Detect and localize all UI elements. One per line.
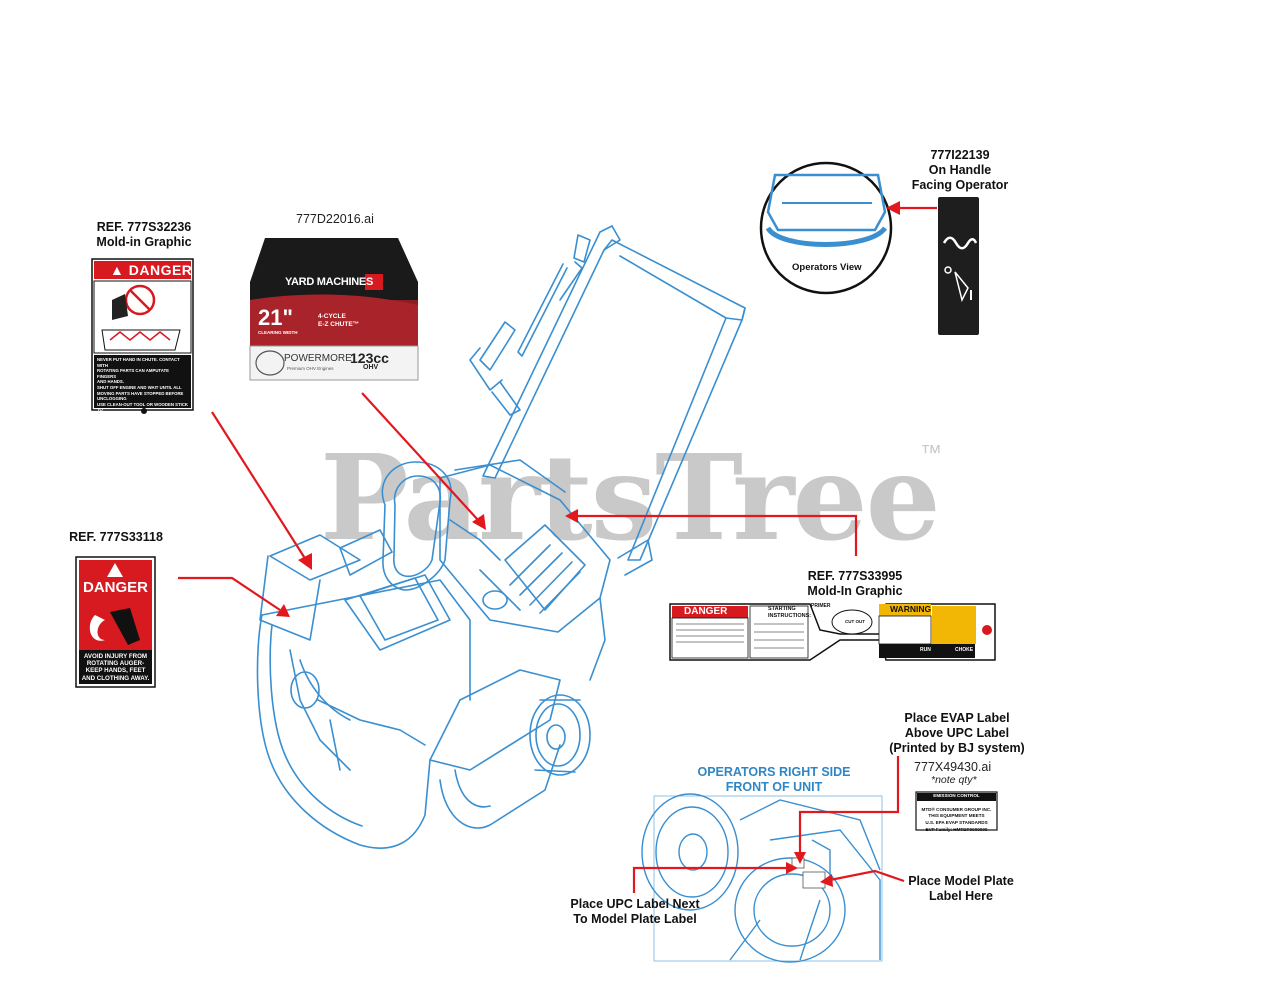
- handle-decal-label: 777I22139 On Handle Facing Operator: [911, 148, 1009, 192]
- decal-engine: POWERMORE: [284, 353, 352, 364]
- decal-33995-warning: WARNING: [890, 604, 932, 614]
- ref-33995-label: REF. 777S33995 Mold-In Graphic: [807, 569, 903, 598]
- watermark: PartsTree: [320, 428, 941, 567]
- operators-view-label: Operators View: [792, 262, 862, 273]
- evap-label-instructions: Place EVAP Label Above UPC Label (Printe…: [889, 711, 1025, 755]
- decal-33995-danger: DANGER: [684, 606, 728, 617]
- ref-32236-label: REF. 777S32236 Mold-in Graphic: [96, 220, 192, 249]
- file-22016-label: 777D22016.ai: [296, 212, 374, 226]
- decal-33995-primer: PRIMER: [811, 603, 831, 609]
- decal-33995-run: RUN: [920, 647, 931, 653]
- decal-33995-cutout: CUT OUT: [845, 619, 865, 624]
- upc-label-instructions: Place UPC Label Next To Model Plate Labe…: [570, 897, 700, 926]
- decal-brand: YARD MACHINES: [285, 276, 373, 288]
- decal-handle-controls: [938, 197, 979, 335]
- callout-arrowheads: [276, 201, 900, 887]
- watermark-trademark: ™: [920, 440, 942, 465]
- decal-width-caption: CLEARING WIDTH: [258, 330, 298, 335]
- ref-33118-label: REF. 777S33118: [69, 530, 163, 544]
- decal-ohv: OHV: [363, 364, 379, 371]
- note-qty: *note qty*: [931, 774, 977, 786]
- decal-danger-33118: [75, 556, 156, 688]
- decal-32236-header: ▲ DANGER: [110, 262, 193, 278]
- snow-blower-illustration: [256, 225, 746, 849]
- file-49430-label: 777X49430.ai: [914, 760, 992, 774]
- decal-engine-caption: Premium OHV Engines: [287, 366, 334, 371]
- decal-danger-32236: [91, 258, 194, 414]
- model-plate-instructions: Place Model Plate Label Here: [908, 874, 1014, 903]
- right-side-inset: [641, 793, 883, 963]
- right-side-label: OPERATORS RIGHT SIDE FRONT OF UNIT: [697, 765, 851, 794]
- operators-view-inset: [759, 161, 893, 295]
- decal-dashboard-33995: [669, 603, 996, 661]
- decal-emission: [915, 791, 998, 831]
- decal-33995-choke: CHOKE: [955, 647, 974, 653]
- decal-emission-text: EMISSION CONTROL INFORMATION MTD® CONSUM…: [921, 793, 992, 832]
- decal-33118-header: DANGER: [82, 579, 148, 596]
- callout-arrows: [178, 206, 937, 893]
- decal-yardmachines: [249, 238, 419, 381]
- decal-displacement: 123cc: [350, 350, 389, 366]
- decal-width: 21": [258, 305, 293, 330]
